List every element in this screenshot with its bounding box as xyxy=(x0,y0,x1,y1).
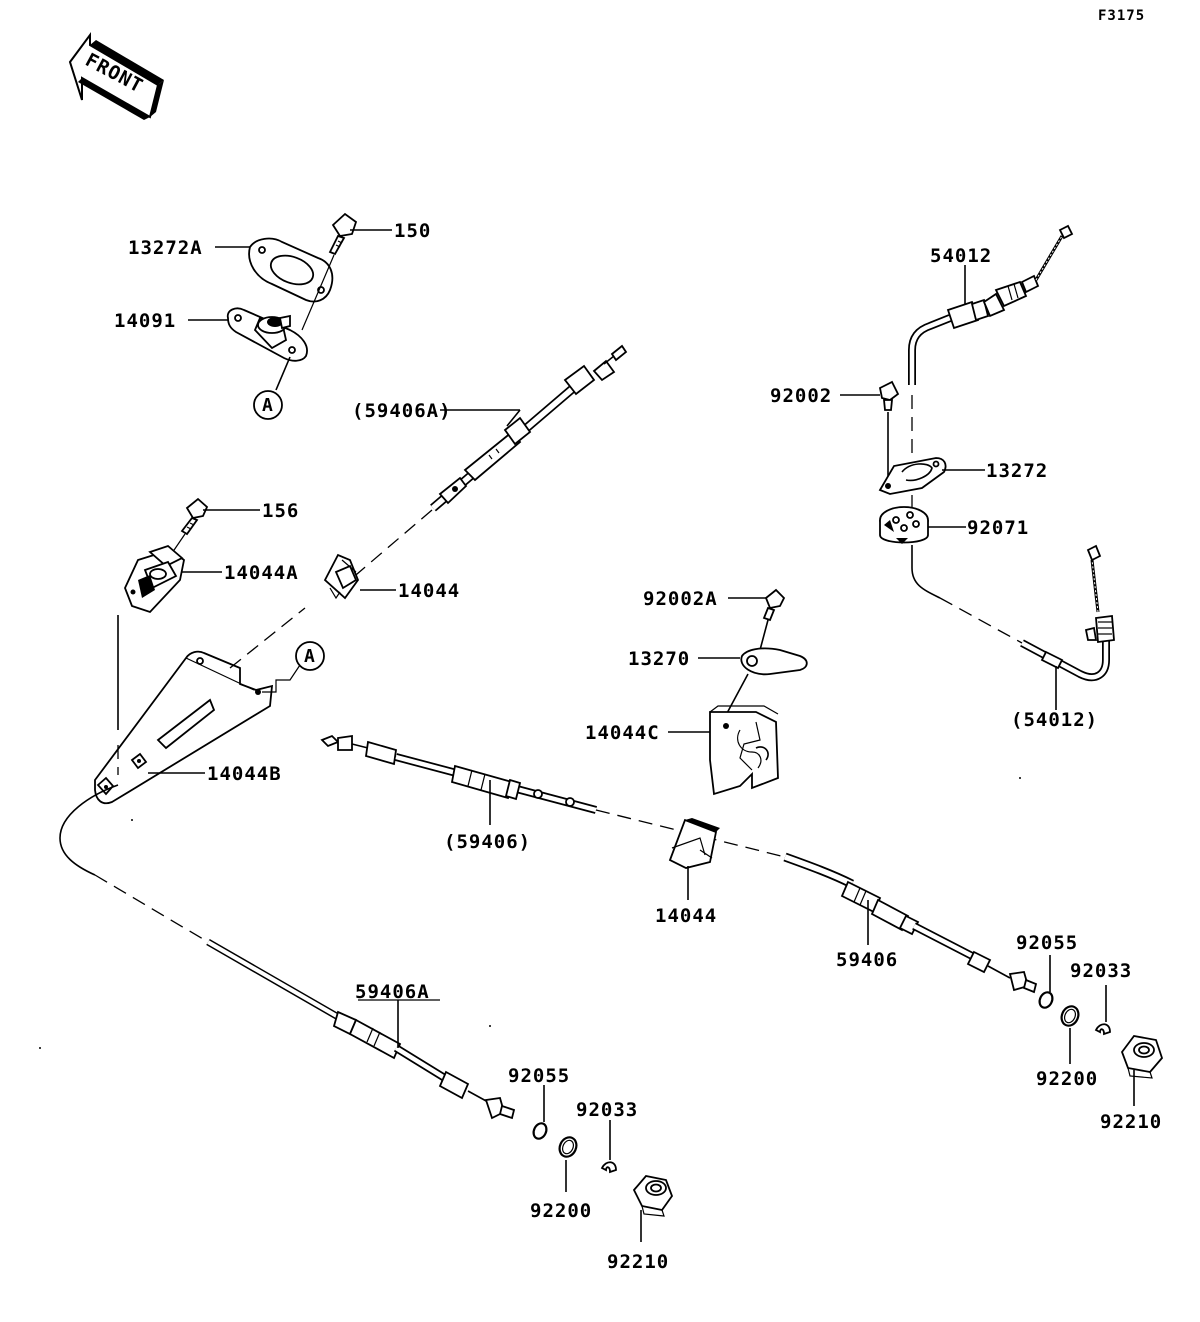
bolt-156 xyxy=(180,497,209,536)
circlip-92033-left xyxy=(600,1161,617,1174)
label-92033-left: 92033 xyxy=(576,1099,638,1121)
grommet-92071 xyxy=(879,506,929,544)
label-14044C: 14044C xyxy=(585,722,660,744)
plate-13272 xyxy=(878,457,947,495)
label-92200-right: 92200 xyxy=(1036,1068,1098,1090)
label-150: 150 xyxy=(394,220,431,242)
label-92071: 92071 xyxy=(967,517,1029,539)
circlip-92033-right xyxy=(1094,1023,1111,1036)
label-13270: 13270 xyxy=(628,648,690,670)
label-92200-left: 92200 xyxy=(530,1200,592,1222)
front-arrow-icon: FRONT xyxy=(68,31,164,120)
label-92055-right: 92055 xyxy=(1016,932,1078,954)
label-54012: 54012 xyxy=(930,245,992,267)
label-92002: 92002 xyxy=(770,385,832,407)
plate-13270 xyxy=(740,647,808,676)
bracket-14091 xyxy=(226,307,308,362)
label-59406A-paren: (59406A) xyxy=(352,400,452,422)
gasket-13272A xyxy=(248,237,334,303)
label-14091: 14091 xyxy=(114,310,176,332)
label-92210-right: 92210 xyxy=(1100,1111,1162,1133)
clamp-14044-mid xyxy=(668,818,720,869)
label-156: 156 xyxy=(262,500,299,522)
bracket-14044C xyxy=(709,705,779,796)
label-59406A: 59406A xyxy=(355,981,430,1003)
bolt-150 xyxy=(328,212,358,256)
label-14044B: 14044B xyxy=(207,763,282,785)
cable-59406-right xyxy=(783,852,1038,994)
clamp-14044A xyxy=(124,544,185,614)
label-92002A: 92002A xyxy=(643,588,718,610)
svg-text:A: A xyxy=(304,646,315,667)
figure-code: F3175 xyxy=(1098,8,1145,24)
cable-59406A-lower xyxy=(206,938,516,1120)
bracket-14044B xyxy=(94,650,274,805)
o-ring-92055-left xyxy=(532,1122,548,1140)
clamp-14044-top xyxy=(323,553,360,600)
bolt-92002 xyxy=(878,380,900,411)
nut-92210-right xyxy=(1120,1035,1164,1079)
o-ring-92055-right xyxy=(1038,991,1054,1009)
label-92033-right: 92033 xyxy=(1070,960,1132,982)
callout-a-bracket: A xyxy=(295,641,325,671)
callout-a-top: A xyxy=(253,390,283,420)
label-13272A: 13272A xyxy=(128,237,203,259)
cable-59406A-upper xyxy=(430,344,628,512)
nut-92210-left xyxy=(632,1175,674,1217)
bolt-92002A xyxy=(762,588,786,622)
svg-text:A: A xyxy=(262,395,273,416)
label-14044-top: 14044 xyxy=(398,580,460,602)
label-14044-mid: 14044 xyxy=(655,905,717,927)
label-59406-paren: (59406) xyxy=(444,831,531,853)
cable-54012-lower xyxy=(1020,544,1115,682)
label-92210-left: 92210 xyxy=(607,1251,669,1273)
cable-59406-middle xyxy=(320,734,598,814)
label-13272: 13272 xyxy=(986,460,1048,482)
cable-54012-upper xyxy=(908,224,1074,385)
label-14044A: 14044A xyxy=(224,562,299,584)
label-92055-left: 92055 xyxy=(508,1065,570,1087)
label-59406: 59406 xyxy=(836,949,898,971)
label-54012-paren: (54012) xyxy=(1011,709,1098,731)
